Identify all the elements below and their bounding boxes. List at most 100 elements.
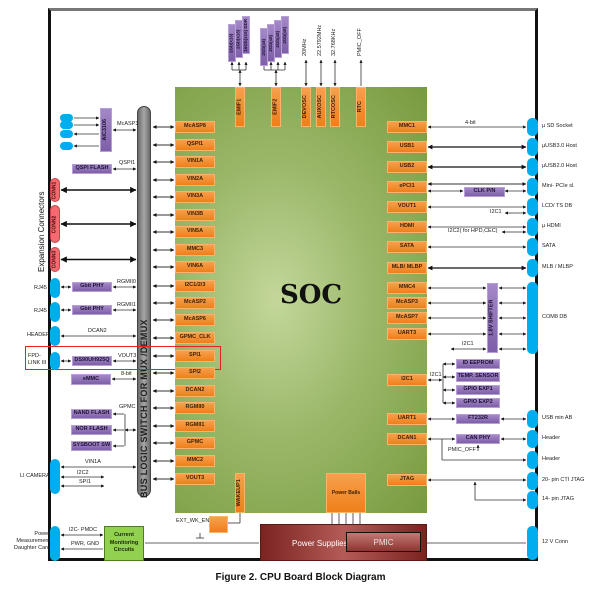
right-connector: [527, 238, 538, 256]
right-connector-label: SATA: [542, 243, 556, 249]
soc-pin-left: McASP6: [175, 314, 215, 326]
rgmii0-label: RGMII0: [117, 279, 136, 285]
mmc-4bit-label: 4-bit: [465, 120, 476, 126]
gpmc-device-label: NOR FLASH: [75, 426, 108, 433]
i2c-device-label: GPIO EXP1: [463, 386, 493, 393]
right-connector: [527, 158, 538, 176]
lcd-i2c-label: I2C1: [490, 209, 502, 215]
expansion-connector-label: CONN3: [51, 250, 58, 269]
memory-chip-label: 2Gb(x8): [281, 26, 287, 44]
right-connector-label: Mini- PCIe sl.: [542, 183, 575, 189]
right-connector-label: µ HDMI: [542, 223, 561, 229]
expansion-connector-label: CONN1: [51, 181, 58, 199]
right-connector-label: COM8 DB: [542, 314, 568, 320]
soc-pin-right-label: MLB/ MLBP: [391, 264, 423, 271]
soc-pin-left: RGMII1: [175, 420, 215, 432]
right-connector: [527, 118, 538, 136]
soc-block: [175, 87, 427, 513]
i2c-pmdc-label: I2C- PMDC: [69, 527, 98, 533]
right-connector: [527, 451, 538, 469]
clock-label: 32.768KHz: [331, 28, 337, 56]
memory-chip-label: 16Gb(x16) DDR: [242, 18, 248, 52]
i2c-device-label: TEMP. SENSOR: [457, 373, 499, 380]
memory-chip-label: 2Gb(x8): [267, 34, 273, 52]
soc-pin-right: UART1: [387, 413, 427, 425]
soc-pin-right: DCAN1: [387, 433, 427, 445]
soc-pin-top-label: EMIF1: [236, 98, 243, 116]
power-measurement-label: Power Measurement Daughter Card: [13, 531, 50, 552]
emmc: eMMC: [71, 374, 111, 385]
soc-pin-right: MMC1: [387, 121, 427, 133]
soc-pin-right-label: McASP3: [395, 299, 418, 306]
soc-pin-top-label: RTCOSC: [331, 95, 338, 119]
i2c-device: TEMP. SENSOR: [456, 372, 500, 382]
right-connector: [527, 472, 538, 490]
gpmc-label: GPMC: [119, 404, 136, 410]
i2c-device-label: ID EEPROM: [462, 360, 494, 367]
soc-pin-left-label: RGMII1: [185, 422, 205, 429]
expansion-connector: CONN2: [50, 205, 60, 243]
left-connector: [50, 526, 60, 561]
shifter-i2c-label: I2C1: [462, 341, 474, 347]
soc-pin-left-label: VIN2A: [186, 176, 204, 183]
soc-pin-top-label: EMIF2: [272, 98, 279, 116]
right-connector: [527, 138, 538, 156]
soc-pin-left-label: QSPI1: [186, 141, 204, 148]
gbit-phy: Gbit PHY: [72, 282, 112, 292]
soc-pin-right-label: HDMI: [399, 223, 415, 230]
bus-switch: [137, 106, 151, 497]
clock-label: 20MHz: [302, 38, 308, 56]
i2c-device-label: GPIO EXP2: [463, 399, 493, 406]
qspi-flash: QSPI FLASH: [72, 164, 112, 174]
gbit-phy-label: Gbit PHY: [80, 283, 104, 290]
right-connector-label: USB min AB: [542, 415, 573, 421]
mcasp-label: McASP3: [117, 121, 139, 127]
soc-pin-left: QSPI1: [175, 139, 215, 151]
soc-pin-left-label: RGMII0: [185, 404, 205, 411]
audio-jack: [60, 114, 73, 122]
audio-jack: [60, 142, 73, 150]
expansion-connector: CONN1: [50, 178, 60, 202]
vin1a-label: VIN1A: [85, 459, 101, 465]
soc-pin-right: USB1: [387, 141, 427, 153]
soc-pin-top: RTC: [356, 87, 366, 127]
emmc-label: eMMC: [82, 375, 100, 382]
memory-chip-label: 2Gb(x16): [228, 33, 234, 53]
soc-pin-right-label: MMC4: [398, 284, 416, 291]
clock-label: PMIC_OFF: [357, 28, 363, 56]
wakeup-pin-label: WAKEUP1: [236, 479, 243, 507]
i2c2-label: I2C2: [77, 470, 89, 476]
pmic-block: PMIC: [346, 532, 421, 552]
soc-pin-left-label: VIN5A: [186, 228, 204, 235]
right-connector-label: Header: [542, 435, 561, 441]
gpmc-device: NAND FLASH: [71, 409, 112, 419]
serializer-label: DS90UH925Q: [74, 357, 110, 364]
right-connector: [527, 282, 538, 354]
right-connector-label: µUSB2.0 Host: [542, 163, 577, 169]
clock-label: 22.5792MHz: [317, 24, 323, 56]
soc-pin-left: VIN5A: [175, 226, 215, 238]
soc-pin-right: VOUT1: [387, 201, 427, 213]
soc-pin-right: SATA: [387, 241, 427, 253]
expansion-connector-label: CONN2: [51, 215, 58, 233]
soc-pin-right: MMC4: [387, 282, 427, 294]
soc-pin-left: SPI1: [175, 350, 215, 362]
soc-pin-right-label: UART1: [397, 415, 417, 422]
soc-pin-left: DCAN2: [175, 385, 215, 397]
rj45-label: RJ45: [34, 285, 47, 291]
memory-chip: 2Gb(x8): [281, 16, 289, 54]
soc-pin-left-label: McASP2: [183, 299, 206, 306]
soc-pin-left: VIN6A: [175, 261, 215, 273]
hdmi-i2c-label: I2C2( for HPD,CEC): [448, 228, 498, 234]
serializer: DS90UH925Q: [72, 356, 112, 366]
soc-pin-right-label: JTAG: [399, 476, 415, 483]
right-connector: [527, 491, 538, 509]
right-connector-label: 20- pin CTI JTAG: [542, 477, 585, 483]
soc-label: SOC: [280, 280, 343, 310]
soc-pin-left: VIN3B: [175, 209, 215, 221]
gpmc-device-label: SYSBOOT SW: [72, 442, 111, 449]
soc-pin-left: GPMC: [175, 437, 215, 449]
gpmc-device: NOR FLASH: [71, 425, 112, 435]
